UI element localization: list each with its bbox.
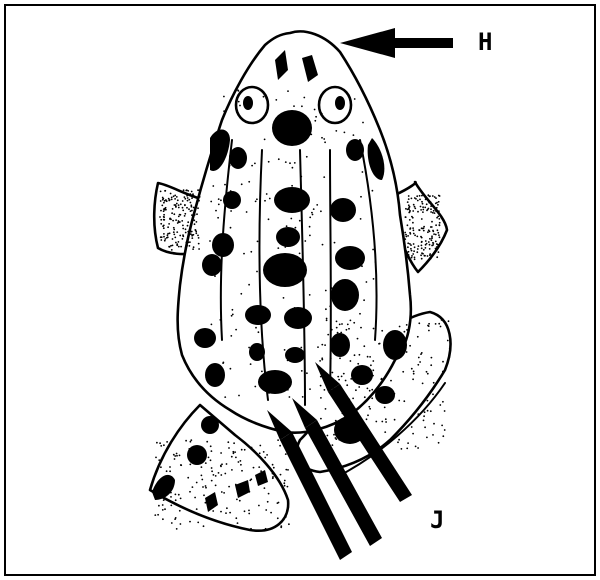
right-pupil <box>335 96 345 110</box>
left-pupil <box>243 96 253 110</box>
right-eye <box>319 87 351 123</box>
dorsal-line-right-inner <box>330 150 331 390</box>
arrow-h <box>340 28 453 58</box>
label-j: J <box>430 506 444 534</box>
label-h: H <box>478 28 492 56</box>
